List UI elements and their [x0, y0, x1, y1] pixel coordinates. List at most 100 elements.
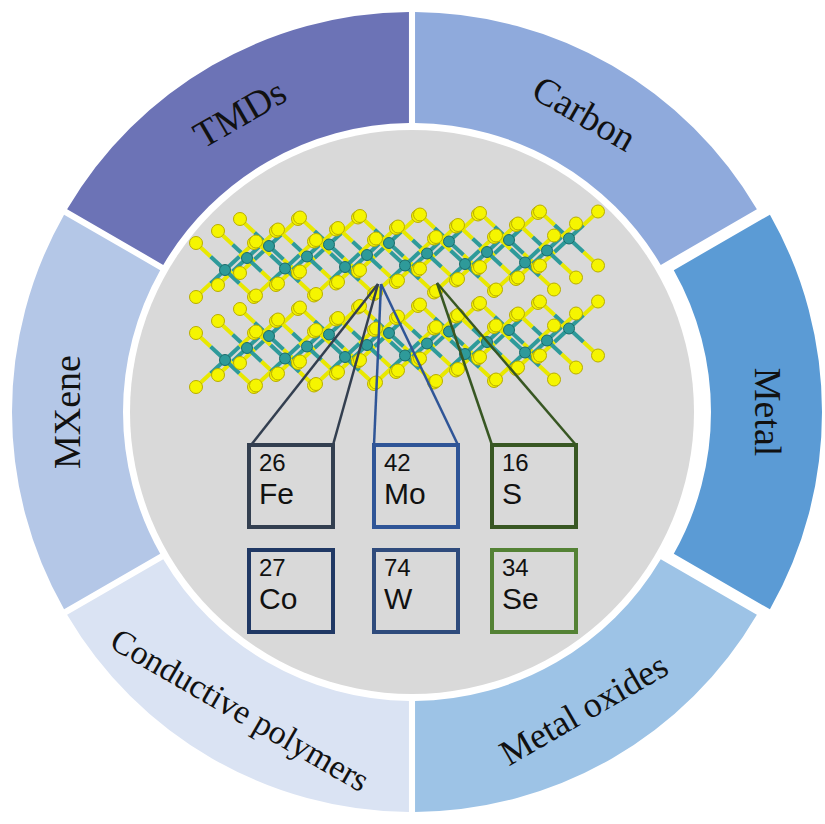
sulfur-atom: [452, 363, 465, 376]
segment-fill: [67, 559, 409, 812]
sulfur-atom: [212, 279, 225, 292]
sulfur-atom: [272, 277, 285, 290]
sulfur-atom: [370, 232, 383, 245]
sulfur-atom: [474, 297, 487, 310]
sulfur-atom: [332, 366, 345, 379]
leader-line: [374, 284, 381, 445]
sulfur-atom: [392, 274, 405, 287]
metal-atom: [542, 335, 553, 346]
sulfur-atom: [250, 379, 263, 392]
sulfur-atom: [452, 273, 465, 286]
sulfur-atom: [414, 208, 427, 221]
leader-line: [251, 284, 378, 445]
sulfur-atom: [474, 261, 487, 274]
sulfur-atom: [414, 298, 427, 311]
segment-label: Conductive polymers: [104, 621, 375, 799]
sulfur-atom: [190, 237, 203, 250]
metal-atom: [384, 328, 395, 339]
metal-atom: [444, 236, 455, 247]
sulfur-atom: [490, 319, 503, 332]
metal-atom: [280, 263, 291, 274]
metal-atom: [220, 355, 231, 366]
sulfur-atom: [310, 288, 323, 301]
element-symbol: Mo: [384, 477, 426, 512]
sulfur-atom: [190, 381, 203, 394]
sulfur-atom: [250, 235, 263, 248]
sulfur-atom: [512, 217, 525, 230]
leader-line: [437, 283, 576, 445]
sulfur-atom: [294, 301, 307, 314]
metal-atom: [520, 257, 531, 268]
metal-atom: [564, 233, 575, 244]
sulfur-atom: [570, 307, 583, 320]
element-symbol: Co: [259, 582, 297, 617]
atomic-number: 26: [259, 449, 286, 477]
sulfur-atom: [452, 309, 465, 322]
sulfur-atom: [272, 313, 285, 326]
sulfur-atom: [332, 222, 345, 235]
metal-atom: [520, 347, 531, 358]
sulfur-atom: [414, 262, 427, 275]
metal-atom: [242, 253, 253, 264]
sulfur-atom: [570, 361, 583, 374]
sulfur-atom: [512, 307, 525, 320]
metal-atom: [482, 247, 493, 258]
sulfur-atom: [592, 205, 605, 218]
sulfur-atom: [534, 349, 547, 362]
metal-atom: [220, 265, 231, 276]
sulfur-atom: [250, 325, 263, 338]
sulfur-atom: [332, 276, 345, 289]
sulfur-atom: [272, 223, 285, 236]
sulfur-atom: [474, 207, 487, 220]
metal-atom: [504, 325, 515, 336]
sulfur-atom: [490, 283, 503, 296]
sulfur-atom: [310, 234, 323, 247]
segment-fill: [415, 559, 757, 812]
leader-lines: [251, 283, 576, 445]
segment-fill: [12, 215, 160, 610]
segment-label-holder: Metal: [746, 368, 788, 457]
metal-atom: [340, 352, 351, 363]
metal-atom: [340, 262, 351, 273]
metal-atom: [362, 250, 373, 261]
sulfur-atom: [234, 267, 247, 280]
metal-atom: [324, 329, 335, 340]
segment-fill: [674, 215, 822, 610]
metal-atom: [384, 238, 395, 249]
sulfur-atom: [570, 271, 583, 284]
segment-label-holder: Carbon: [525, 68, 643, 160]
element-box: 16S: [490, 443, 578, 529]
sulfur-atom: [430, 375, 443, 388]
element-box: 27Co: [247, 548, 335, 634]
sulfur-atom: [430, 321, 443, 334]
metal-atom: [542, 245, 553, 256]
metal-atom: [422, 338, 433, 349]
metal-atom: [460, 259, 471, 270]
sulfur-atom: [190, 291, 203, 304]
sulfur-atom: [490, 373, 503, 386]
element-symbol: S: [502, 477, 522, 512]
segment-label-holder: MXene: [47, 355, 89, 469]
element-symbol: W: [384, 582, 412, 617]
metal-atom: [400, 350, 411, 361]
sulfur-atom: [310, 378, 323, 391]
sulfur-atom: [548, 283, 561, 296]
sulfur-atom: [234, 213, 247, 226]
element-box: 42Mo: [372, 443, 460, 529]
element-box: 74W: [372, 548, 460, 634]
metal-atom: [564, 323, 575, 334]
sulfur-atom: [212, 225, 225, 238]
sulfur-atom: [452, 219, 465, 232]
sulfur-atom: [592, 295, 605, 308]
sulfur-atom: [548, 319, 561, 332]
metal-atom: [242, 343, 253, 354]
metal-atom: [280, 353, 291, 364]
sulfur-atom: [310, 324, 323, 337]
